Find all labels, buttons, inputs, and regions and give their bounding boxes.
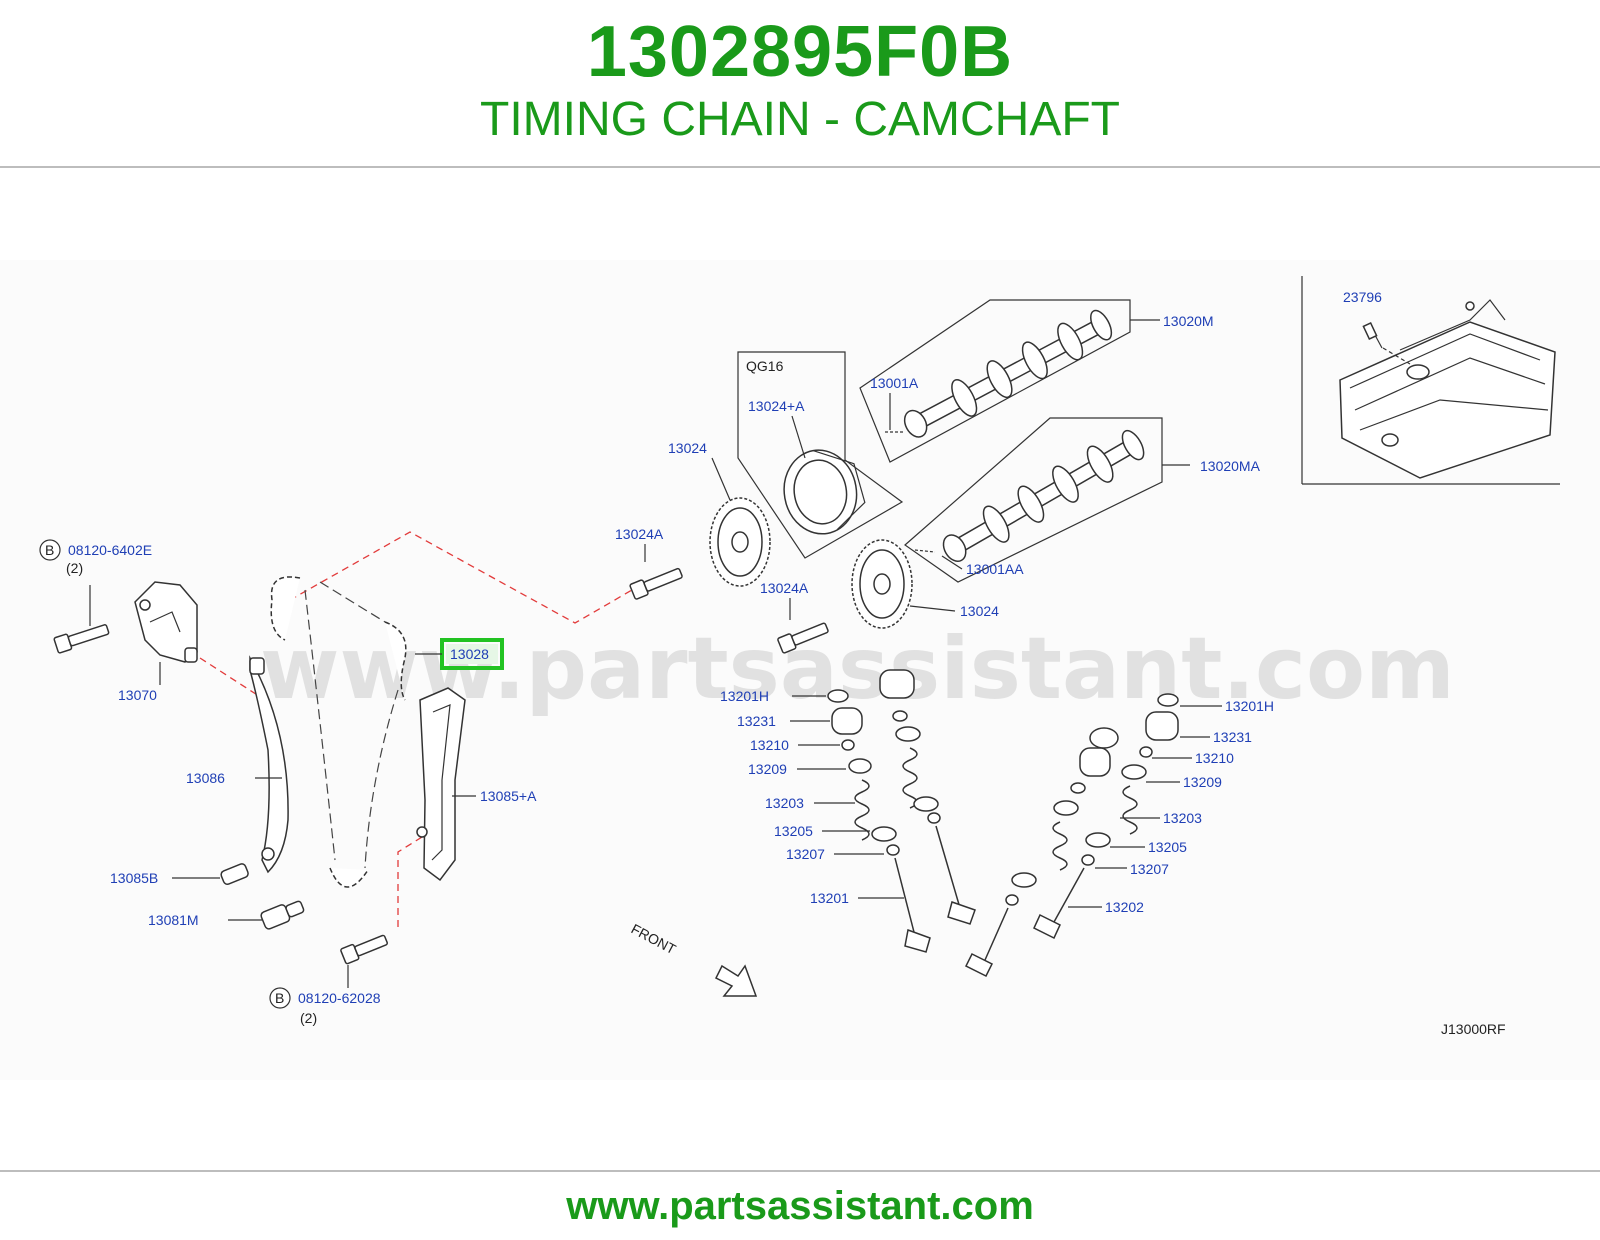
callout-13201H-r: 13201H	[1225, 698, 1274, 714]
tensioner-13081M	[260, 900, 305, 930]
parts-diagram: www.partsassistant.com 23796 13020M	[0, 260, 1600, 1080]
bolt-08120-6402E	[53, 624, 110, 654]
bolt-08120-62028	[340, 934, 388, 965]
callout-13231-l: 13231	[737, 713, 776, 729]
qty-bottom: (2)	[300, 1010, 317, 1026]
engine-inset	[1301, 276, 1560, 485]
footer-divider	[0, 1170, 1600, 1172]
part-title: TIMING CHAIN - CAMCHAFT	[480, 93, 1120, 146]
camshaft-13020M	[859, 299, 1160, 463]
b-marker-top	[39, 539, 61, 561]
chain-guide-13086	[249, 655, 289, 874]
callout-13085B: 13085B	[110, 870, 158, 886]
callout-13210-r: 13210	[1195, 750, 1234, 766]
callout-13001A: 13001A	[870, 375, 919, 391]
sprocket-13024-top	[709, 497, 771, 587]
callout-13210-l: 13210	[750, 737, 789, 753]
bolt-13024A-top	[629, 567, 683, 600]
header-divider	[0, 166, 1600, 168]
callout-13028[interactable]: 13028	[450, 646, 489, 662]
callout-13209-l: 13209	[748, 761, 787, 777]
callout-13202: 13202	[1105, 899, 1144, 915]
qty-top: (2)	[66, 560, 83, 576]
qg16-label: QG16	[746, 358, 784, 374]
callout-08120-62028: 08120-62028	[298, 990, 381, 1006]
camshaft-13020MA	[904, 417, 1190, 583]
qg16-box	[737, 351, 904, 559]
pin-13085B	[220, 863, 249, 885]
diagram-code: J13000RF	[1441, 1021, 1506, 1037]
callout-08120-6402E: 08120-6402E	[68, 542, 152, 558]
callout-13231-r: 13231	[1213, 729, 1252, 745]
footer-url[interactable]: www.partsassistant.com	[566, 1184, 1034, 1228]
b-label-bottom: B	[275, 990, 284, 1006]
timing-chain-13028	[270, 576, 407, 888]
bolt-13024A-mid	[777, 622, 829, 654]
b-marker-bottom	[269, 987, 291, 1009]
page-header: 1302895F0B TIMING CHAIN - CAMCHAFT	[0, 0, 1600, 168]
callout-13024A-mid: 13024A	[760, 580, 809, 596]
callout-13205-r: 13205	[1148, 839, 1187, 855]
callout-13020M: 13020M	[1163, 313, 1214, 329]
tensioner-13070	[134, 581, 198, 663]
valve-stack-right-2	[964, 727, 1119, 978]
callout-13205-l: 13205	[774, 823, 813, 839]
front-label: FRONT	[629, 921, 679, 958]
valve-stack-left-2	[879, 669, 976, 925]
callout-13209-r: 13209	[1183, 774, 1222, 790]
callout-13201H-l: 13201H	[720, 688, 769, 704]
front-arrow-icon	[714, 964, 758, 997]
callout-13207-r: 13207	[1130, 861, 1169, 877]
valve-stack-left	[827, 689, 931, 953]
callout-13203-l: 13203	[765, 795, 804, 811]
part-number: 1302895F0B	[586, 12, 1014, 92]
diagram-canvas: www.partsassistant.com 23796 13020M	[39, 276, 1560, 1037]
callout-13086: 13086	[186, 770, 225, 786]
callout-13070: 13070	[118, 687, 157, 703]
valve-stack-right	[1033, 693, 1179, 940]
callout-13024-mid: 13024	[960, 603, 999, 619]
callout-13024pA: 13024+A	[748, 398, 805, 414]
callout-13207-l: 13207	[786, 846, 825, 862]
sprocket-13024-mid	[851, 539, 913, 629]
callout-13081M: 13081M	[148, 912, 199, 928]
b-label-top: B	[45, 542, 54, 558]
callout-23796: 23796	[1343, 289, 1382, 305]
callout-13001AA: 13001AA	[966, 561, 1024, 577]
callout-13085pA: 13085+A	[480, 788, 537, 804]
callout-13203-r: 13203	[1163, 810, 1202, 826]
callout-13024-top: 13024	[668, 440, 707, 456]
callout-13024A-top: 13024A	[615, 526, 664, 542]
chain-guide-13085pA	[416, 687, 466, 882]
callout-13020MA: 13020MA	[1200, 458, 1261, 474]
callout-13201: 13201	[810, 890, 849, 906]
highlight-13028-fill	[446, 644, 498, 664]
